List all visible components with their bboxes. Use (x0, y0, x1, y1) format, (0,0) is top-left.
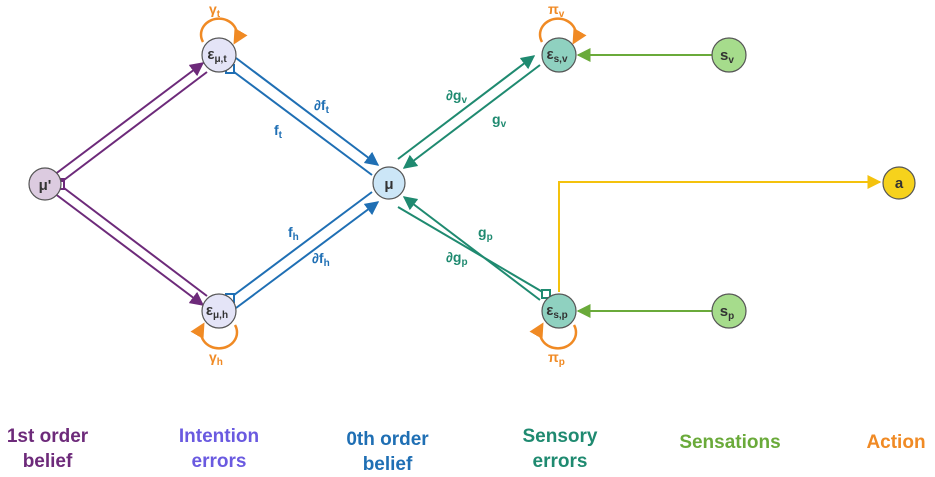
svg-text:μ': μ' (39, 177, 52, 194)
column-label-line1: Intention (178, 426, 260, 447)
column-label-sensory-errors: Sensory errors (505, 424, 615, 474)
edge-label-f-t: ft (274, 122, 283, 141)
node-action: a (882, 166, 916, 200)
node-eps-s-v: εs,v (541, 37, 577, 73)
edge-label-d-f-h: ∂fh (312, 250, 330, 269)
edge-eps-s-p-to-action (558, 175, 882, 292)
svg-text:sv: sv (720, 47, 734, 66)
edge-muprime-to-eps-mu-h (53, 180, 208, 306)
edge-label-g-p: gp (478, 224, 493, 243)
self-loop-gamma-h (190, 322, 239, 350)
svg-text:εs,v: εs,v (546, 46, 567, 65)
loop-label-pi-p: πp (548, 349, 565, 368)
node-s-v: sv (711, 37, 747, 73)
column-label-line1: Sensations (679, 432, 781, 453)
node-eps-mu-h: εμ,h (201, 293, 237, 329)
self-loop-gamma-t (199, 17, 248, 45)
column-label-sensations: Sensations (665, 430, 795, 455)
self-loop-pi-p (529, 322, 578, 350)
column-label-line2: errors (191, 451, 247, 472)
svg-text:sp: sp (720, 303, 734, 322)
svg-text:εμ,t: εμ,t (207, 46, 227, 65)
edge-eps-s-p-mu (397, 196, 551, 301)
edge-eps-s-v-mu (397, 55, 541, 169)
edge-eps-mu-t-mu (225, 57, 380, 176)
column-label-line1: 1st order (6, 426, 89, 447)
node-mu: μ (372, 166, 406, 200)
loop-label-pi-v: πv (548, 1, 565, 20)
column-label-line2: belief (22, 451, 73, 472)
svg-text:a: a (895, 175, 904, 192)
column-label-first-order-belief: 1st order belief (0, 424, 95, 474)
edge-label-g-v: gv (492, 111, 507, 130)
edge-eps-mu-h-mu (225, 191, 380, 309)
node-s-p: sp (711, 293, 747, 329)
edge-label-d-g-v: ∂gv (446, 87, 467, 106)
edge-label-d-f-t: ∂ft (314, 97, 330, 116)
node-eps-s-p: εs,p (541, 293, 577, 329)
svg-text:μ: μ (384, 176, 393, 193)
column-label-intention-errors: Intention errors (164, 424, 274, 474)
svg-text:εμ,h: εμ,h (206, 302, 228, 321)
column-label-line2: errors (532, 451, 588, 472)
self-loop-pi-v (538, 17, 587, 45)
column-label-line2: belief (362, 454, 413, 475)
svg-text:εs,p: εs,p (546, 302, 568, 321)
column-label-line1: 0th order (346, 429, 429, 450)
loop-label-gamma-h: γh (209, 349, 223, 368)
column-label-line1: Action (866, 432, 926, 453)
node-eps-mu-t: εμ,t (201, 37, 237, 73)
edge-muprime-to-eps-mu-t (53, 62, 208, 188)
column-label-action: Action (858, 430, 934, 455)
edge-label-f-h: fh (288, 224, 299, 243)
edge-label-d-g-p: ∂gp (446, 249, 468, 268)
column-label-zeroth-order-belief: 0th order belief (330, 427, 445, 477)
column-label-line1: Sensory (522, 426, 598, 447)
node-mu-prime: μ' (28, 167, 62, 201)
loop-label-gamma-t: γt (209, 1, 221, 20)
